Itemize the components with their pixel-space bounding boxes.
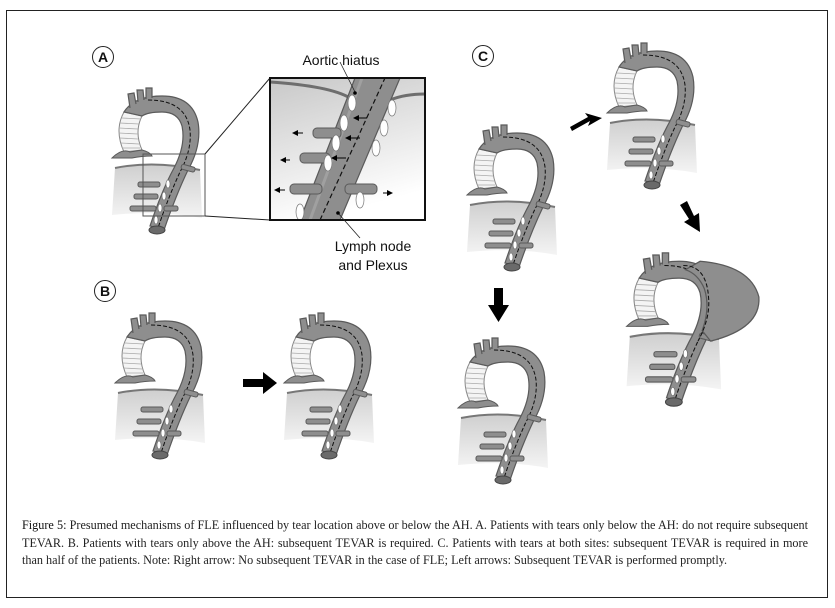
panel-c-aorta-second-tevar xyxy=(457,337,549,485)
panel-c-down-arrow-tevar xyxy=(488,288,509,322)
panel-a-magnified-inset xyxy=(269,61,426,239)
panel-label-a: A xyxy=(92,46,114,68)
panel-c-aorta-fle-dilated xyxy=(625,251,760,408)
panel-label-c: C xyxy=(472,45,494,67)
figure-caption-label: Figure 5: xyxy=(22,518,67,532)
panel-b-aorta-after-tevar xyxy=(283,312,375,460)
panel-c-aorta-initial xyxy=(606,42,698,190)
lymph-node-label-line1: Lymph node xyxy=(334,238,412,254)
panel-c-right-arrow-no-tevar xyxy=(680,201,700,232)
panel-c-aorta-after-tevar xyxy=(466,124,558,272)
panel-label-b: B xyxy=(94,280,116,302)
panel-b-right-arrow xyxy=(243,372,277,394)
lymph-node-label-line2: and Plexus xyxy=(338,257,408,273)
figure-illustration xyxy=(111,42,760,485)
aortic-hiatus-label: Aortic hiatus xyxy=(302,52,380,68)
lymph-node-plexus-label: Lymph node and Plexus xyxy=(318,237,428,275)
panel-c-left-arrow-tevar xyxy=(570,113,602,131)
panel-a-zoom-region xyxy=(142,153,206,217)
figure-caption: Figure 5: Presumed mechanisms of FLE inf… xyxy=(22,517,808,570)
panel-a-aorta-illustration xyxy=(111,87,203,235)
panel-b-aorta-before xyxy=(114,312,206,460)
figure-caption-text: Presumed mechanisms of FLE influenced by… xyxy=(22,518,808,568)
